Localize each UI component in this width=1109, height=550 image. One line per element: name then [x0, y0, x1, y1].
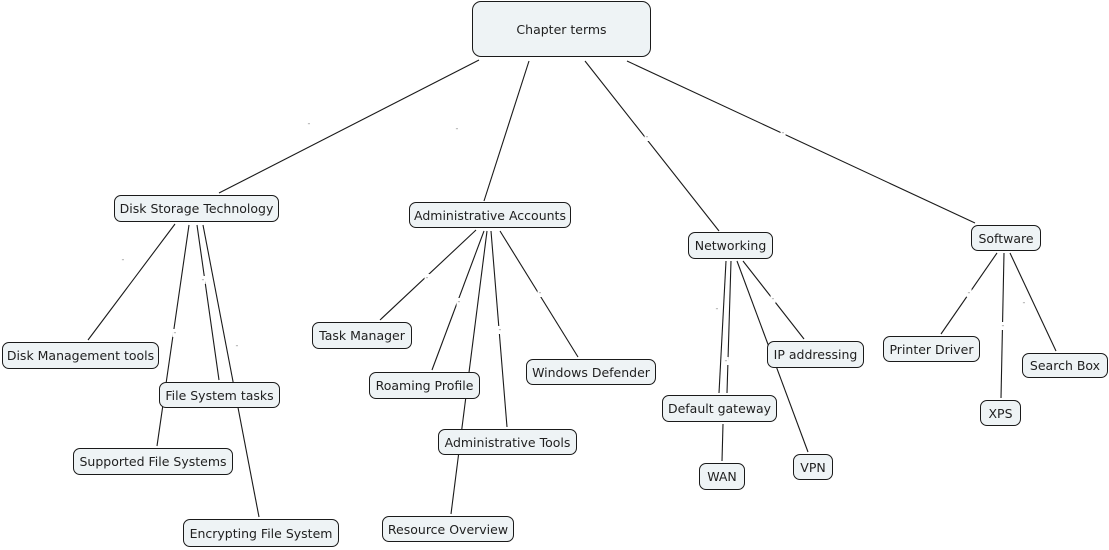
node-ip-addressing[interactable]: IP addressing — [767, 341, 864, 368]
node-windows-defender[interactable]: Windows Defender — [526, 359, 656, 385]
node-roaming-profile[interactable]: Roaming Profile — [369, 372, 480, 399]
link-label-root-aa: - — [454, 124, 460, 133]
link-net-dg — [718, 260, 727, 394]
link-label-dst-fst: - — [200, 275, 206, 284]
link-label-net-dg: - — [723, 356, 729, 365]
node-disk-management-tools[interactable]: Disk Management tools — [2, 342, 159, 369]
link-label-net-ip: - — [770, 294, 776, 303]
link-label-sw-xps: - — [1000, 321, 1006, 330]
node-search-box[interactable]: Search Box — [1022, 353, 1108, 378]
node-xps[interactable]: XPS — [980, 400, 1021, 426]
link-label-root-dst: - — [306, 119, 312, 128]
link-dst-fst — [196, 224, 220, 381]
link-label-sw-pd: - — [966, 288, 972, 297]
node-chapter-terms[interactable]: Chapter terms — [472, 1, 651, 57]
link-root-sw — [626, 60, 976, 224]
node-disk-storage-technology[interactable]: Disk Storage Technology — [114, 195, 279, 222]
link-dg-wan — [721, 423, 724, 462]
node-default-gateway[interactable]: Default gateway — [662, 395, 777, 422]
node-supported-file-systems[interactable]: Supported File Systems — [73, 448, 233, 475]
node-vpn[interactable]: VPN — [793, 454, 833, 480]
link-label-aa-rp: - — [456, 297, 462, 306]
link-root-net — [584, 60, 720, 232]
link-label-root-net: - — [644, 132, 650, 141]
link-sw-sb — [1009, 252, 1057, 352]
node-administrative-tools[interactable]: Administrative Tools — [438, 429, 577, 455]
link-label-aa-tm: - — [424, 273, 430, 282]
node-wan[interactable]: WAN — [699, 463, 745, 490]
link-root-aa — [483, 60, 530, 202]
link-net-dg — [726, 260, 732, 394]
link-label-root-sw: - — [780, 128, 786, 137]
node-printer-driver[interactable]: Printer Driver — [883, 336, 980, 362]
link-dst-dmt — [87, 223, 176, 341]
link-root-dst — [218, 59, 480, 194]
node-networking[interactable]: Networking — [688, 232, 773, 259]
node-file-system-tasks[interactable]: File System tasks — [159, 382, 280, 408]
link-label-dst-dmt: - — [120, 255, 126, 264]
link-label-aa-wd: - — [537, 288, 543, 297]
link-dst-efs — [202, 224, 260, 518]
node-task-manager[interactable]: Task Manager — [312, 322, 412, 349]
link-label-dst-efs: - — [234, 341, 240, 350]
link-label-dst-sfs: - — [172, 328, 178, 337]
node-encrypting-file-system[interactable]: Encrypting File System — [183, 519, 339, 547]
link-label-net-dg: - — [714, 304, 720, 313]
link-label-aa-at: - — [497, 325, 503, 334]
node-resource-overview[interactable]: Resource Overview — [382, 516, 514, 542]
node-administrative-accounts[interactable]: Administrative Accounts — [409, 202, 571, 228]
node-software[interactable]: Software — [971, 225, 1041, 251]
link-label-sw-sb: - — [1021, 298, 1027, 307]
